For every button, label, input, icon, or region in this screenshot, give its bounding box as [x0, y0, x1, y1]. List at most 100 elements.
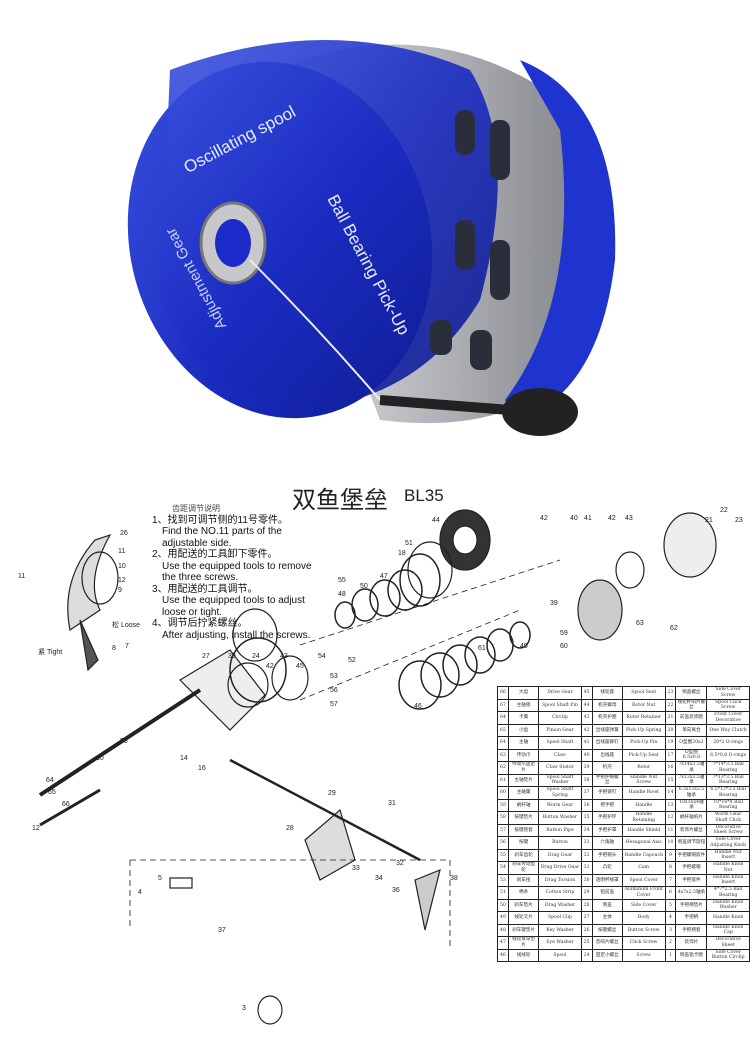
loose-label: 松 Loose: [112, 622, 141, 629]
step-3-en: Use the equipped tools to adjust loose o…: [162, 595, 305, 618]
part-name-cn: 大齿: [507, 686, 540, 700]
part-callout: 47: [380, 573, 388, 580]
part-name-cn: O型圈6.5x0.8: [675, 748, 708, 762]
part-name-cn: 10x16x4轴承: [675, 798, 708, 812]
part-name-cn: 7x14x3.5轴承: [675, 761, 708, 775]
part-callout: 45: [296, 663, 304, 670]
step-4-en: After adjusting, install the screws.: [162, 629, 311, 641]
step-2-en: Use the equipped tools to remove the thr…: [162, 560, 312, 584]
part-name-cn: 刹车齿轮: [507, 848, 540, 862]
part-number: 21: [664, 711, 677, 725]
part-name-en: Rotor Nut: [621, 698, 666, 712]
part-callout: 30: [228, 653, 236, 660]
part-callout: 10: [118, 563, 126, 570]
ring-part: [420, 652, 460, 698]
part-callout: 65: [48, 789, 56, 796]
part-number: 53: [497, 873, 509, 887]
ring-part: [351, 588, 379, 622]
part-name-en: Handle Capouch: [621, 848, 666, 862]
part-number: 48: [497, 923, 509, 937]
part-number: 20: [664, 723, 677, 737]
part-number: 33: [580, 836, 593, 850]
part-number: 57: [497, 823, 509, 837]
part-number: 4: [664, 911, 677, 925]
part-name-cn: 主轴: [507, 736, 540, 750]
part-callout: 53: [330, 673, 338, 680]
model-name: BL35: [404, 486, 444, 505]
part-callout: 61: [478, 645, 486, 652]
part-name-cn: 棉条: [507, 886, 540, 900]
part-number: 62: [497, 761, 509, 775]
part-callout: 11: [118, 548, 125, 555]
part-number: 37: [580, 786, 593, 800]
part-number: 51: [497, 886, 509, 900]
part-name-en: Key Washer: [538, 923, 582, 937]
part-callout: 38: [450, 875, 458, 882]
part-callout: 33: [352, 865, 360, 872]
part-number: 24: [580, 948, 593, 962]
part-name-cn: 单向离合: [675, 723, 708, 737]
part-name-en: One Way Clutch: [706, 723, 750, 737]
part-name-en: Drag Torsion: [538, 873, 582, 887]
part-number: 58: [497, 811, 509, 825]
part-number: 63: [497, 748, 509, 762]
part-name-cn: 主轴簧: [507, 786, 540, 800]
part-callout: 55: [338, 577, 346, 584]
part-callout: 44: [432, 517, 440, 524]
part-name-cn: 手把柄套: [675, 923, 708, 937]
part-name-cn: 手把螺帽: [675, 861, 708, 875]
part-number: 14: [664, 786, 677, 800]
part-name-en: Rotor Retainer: [621, 711, 666, 725]
part-name-cn: 手把铆钉: [591, 786, 623, 800]
part-callout: 31: [388, 800, 396, 807]
part-number: 26: [580, 923, 593, 937]
part-callout: 23: [735, 517, 743, 524]
part-name-cn: 按键: [507, 836, 540, 850]
part-number: 42: [580, 723, 593, 737]
part-name-cn: 刹车传动齿轮: [507, 861, 540, 875]
part-name-cn: 刹车键垫片: [507, 923, 540, 937]
part-callout: 54: [318, 653, 326, 660]
part-number: 29: [580, 886, 593, 900]
part-number: 49: [497, 911, 509, 925]
part-number: 39: [580, 761, 593, 775]
part-name-cn: 刹车扭: [507, 873, 540, 887]
part-callout: 57: [330, 701, 338, 708]
part-name-cn: 线轮耳朵垫片: [507, 936, 540, 950]
part-callout: 7: [125, 643, 129, 650]
part-callout: 20: [96, 755, 104, 762]
part-number: 41: [580, 736, 593, 750]
part-name-en: Claw Stator: [538, 761, 582, 775]
part-number: 45: [580, 686, 593, 700]
tight-label: 紧 Tight: [38, 649, 63, 656]
part-name-cn: 侧盖调节旋钮: [675, 836, 708, 850]
step-3-cn: 3、用配送的工具调节。: [152, 583, 258, 595]
part-name-en: 7*13*3.5 Ball Bearing: [706, 773, 750, 787]
part-name-cn: 按键螺丝: [591, 923, 623, 937]
part-name-cn: O型圈20x2: [675, 736, 708, 750]
part-number: 61: [497, 773, 509, 787]
part-number: 28: [580, 898, 593, 912]
part-name-cn: 手把帽头: [591, 848, 623, 862]
part-name-cn: 音响片螺丝: [591, 936, 623, 950]
part-name-en: Front Cover Decorative: [706, 711, 750, 725]
part-name-cn: 装饰片螺丝: [675, 823, 708, 837]
part-name-cn: 按键垫片: [507, 811, 540, 825]
part-name-en: Aluminum Front Cover: [621, 886, 666, 900]
part-name-en: Eye Washer: [538, 936, 582, 950]
part-name-cn: 把手把: [591, 798, 623, 812]
part-number: 34: [580, 823, 593, 837]
part-number: 66: [497, 686, 509, 700]
part-name-cn: 机壳: [591, 761, 623, 775]
part-number: 25: [580, 936, 593, 950]
adjustment-instructions: 齿距调节说明 1、找到可调节侧的11号零件。 Find the NO.11 pa…: [152, 503, 322, 641]
part-name-cn: 蜗杆轴响片: [675, 811, 708, 825]
part-callout: 5: [158, 875, 162, 882]
